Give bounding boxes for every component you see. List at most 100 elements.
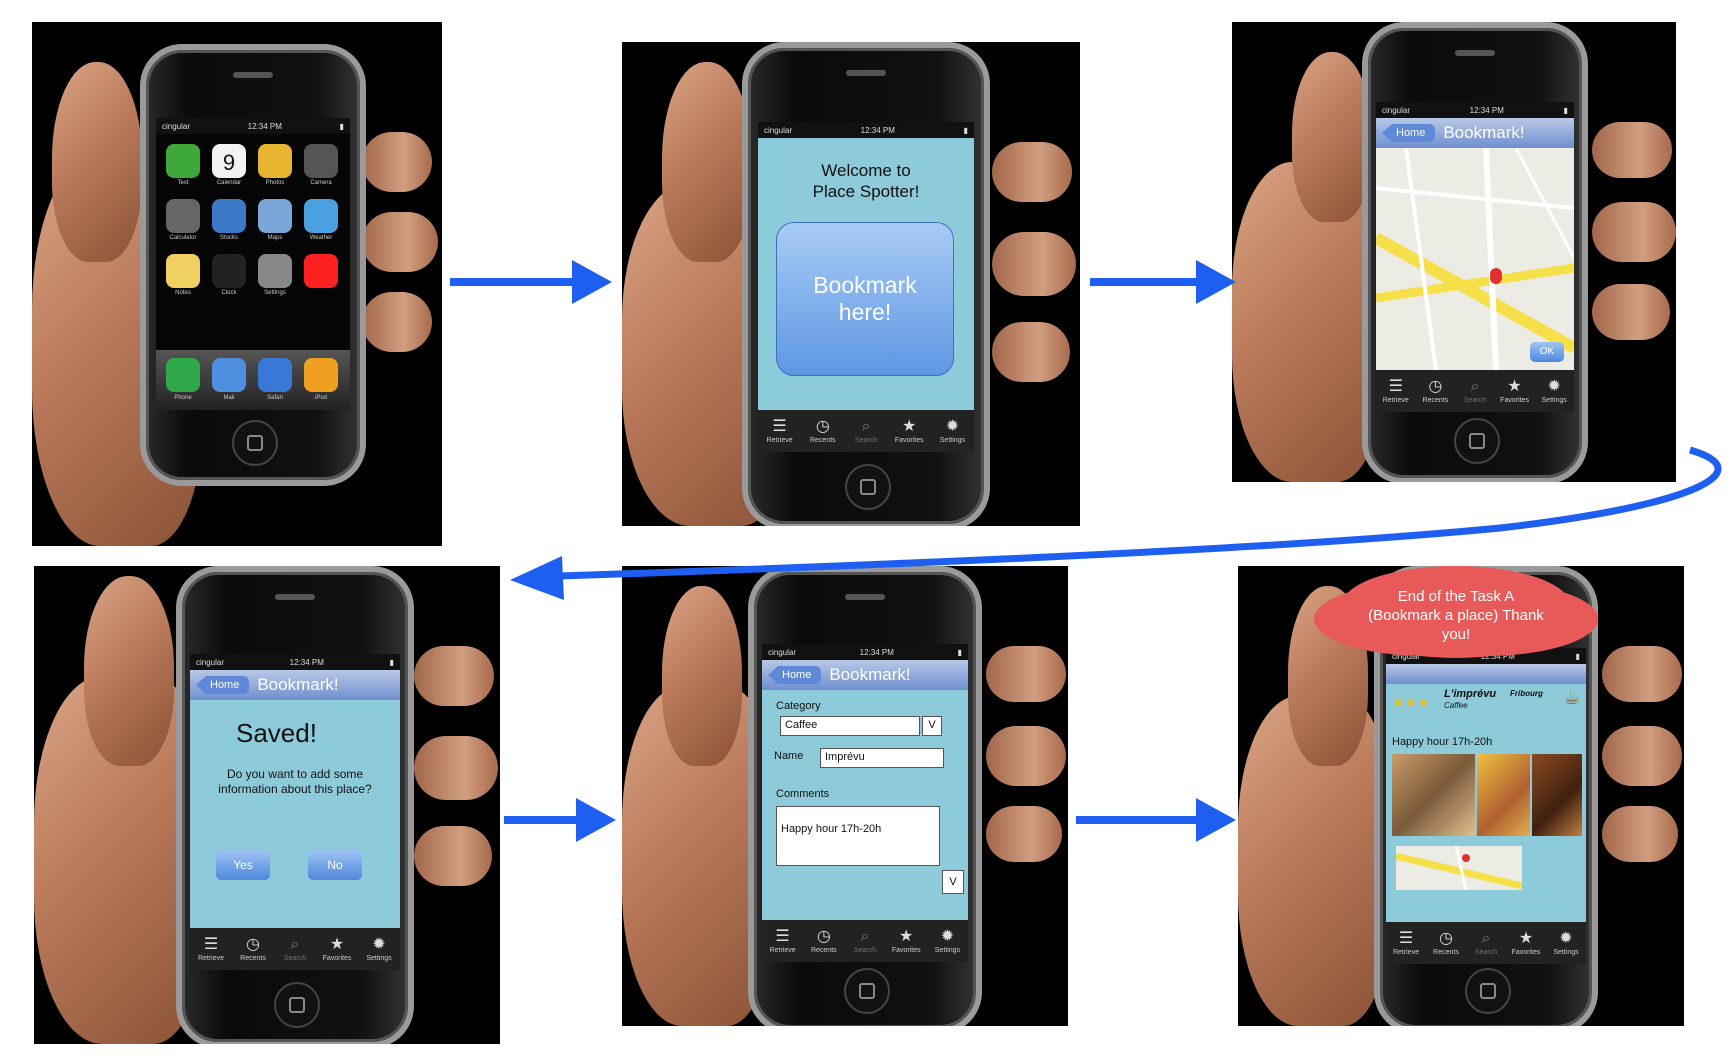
thumb [662,62,752,262]
confirm-button[interactable]: V [942,870,964,894]
place-photos[interactable] [1392,754,1582,836]
category-dropdown-button[interactable]: V [922,716,942,736]
home-back-button[interactable]: Home [768,666,822,684]
finger [1602,806,1678,862]
tab-search[interactable]: ⌕Search [844,410,887,452]
mini-map[interactable] [1396,846,1522,890]
battery-icon: ▮ [389,657,394,667]
mail-icon[interactable] [212,358,246,392]
sms-icon[interactable] [166,144,200,178]
finger [1592,122,1672,178]
battery-icon: ▮ [339,121,344,131]
list-icon: ☰ [1388,377,1403,395]
battery-icon: ▮ [1563,105,1568,115]
home-back-button[interactable]: Home [1382,124,1436,142]
tab-label: Search [1474,948,1498,956]
search-icon: ⌕ [1470,377,1480,395]
tab-label: Recents [810,946,837,954]
gear-icon: ✹ [1547,377,1561,395]
star-icon: ★ [1507,377,1522,395]
calendar-icon[interactable]: 9 [212,144,246,178]
tab-settings[interactable]: ✹Settings [1534,370,1574,412]
list-icon: ☰ [772,417,787,435]
phone-icon[interactable] [166,358,200,392]
tab-recents[interactable]: ◷Recents [803,920,844,962]
ipod-icon[interactable] [304,358,338,392]
app-label: Settings [264,290,286,296]
tab-label: Recents [240,954,266,962]
no-button[interactable]: No [308,850,362,880]
weather-icon[interactable] [304,199,338,233]
category-label: Category [776,700,821,712]
list-icon: ☰ [775,927,790,945]
tab-settings[interactable]: ✹Settings [358,928,400,970]
tab-retrieve[interactable]: ☰Retrieve [1386,922,1426,964]
red-square-icon[interactable] [304,254,338,288]
finger [986,726,1066,786]
gear-icon[interactable] [258,254,292,288]
notes-icon[interactable] [166,254,200,288]
sunflower-icon[interactable] [258,144,292,178]
place-type: Caffee [1444,701,1468,710]
battery-icon: ▮ [1575,651,1580,661]
finger [414,736,498,800]
home-button[interactable] [1465,968,1511,1014]
home-button[interactable] [845,464,891,510]
home-button[interactable] [844,968,890,1014]
tab-favorites[interactable]: ★Favorites [1506,922,1546,964]
tab-favorites[interactable]: ★Favorites [1495,370,1535,412]
home-button[interactable] [232,420,278,466]
tab-retrieve[interactable]: ☰Retrieve [762,920,803,962]
dock-label: Safari [267,395,283,401]
tab-favorites[interactable]: ★Favorites [888,410,931,452]
tab-search[interactable]: ⌕Search [1466,922,1506,964]
tab-recents[interactable]: ◷Recents [232,928,274,970]
gear-icon: ✹ [1559,929,1573,947]
yes-button[interactable]: Yes [216,850,270,880]
stocks-icon[interactable] [212,199,246,233]
clock-time: 12:34 PM [1469,105,1504,115]
tab-search[interactable]: ⌕Search [1455,370,1495,412]
carrier: cingular [768,647,797,657]
tab-retrieve[interactable]: ☰Retrieve [758,410,801,452]
name-field[interactable]: Imprévu [820,748,944,768]
tab-recents[interactable]: ◷Recents [1426,922,1466,964]
maps-icon[interactable] [258,199,292,233]
tab-favorites[interactable]: ★Favorites [316,928,358,970]
home-back-button[interactable]: Home [196,676,250,694]
calculator-icon[interactable] [166,199,200,233]
tab-recents[interactable]: ◷Recents [801,410,844,452]
tab-label: Retrieve [766,436,793,444]
tab-settings[interactable]: ✹Settings [931,410,974,452]
tab-retrieve[interactable]: ☰Retrieve [1376,370,1416,412]
gear-icon: ✹ [945,417,960,435]
tab-retrieve[interactable]: ☰Retrieve [190,928,232,970]
saved-question: Do you want to add some information abou… [218,767,372,796]
clock-icon[interactable] [212,254,246,288]
tab-settings[interactable]: ✹Settings [927,920,968,962]
clock-time: 12:34 PM [860,125,895,135]
map-view[interactable]: OK [1376,148,1574,370]
tab-settings[interactable]: ✹Settings [1546,922,1586,964]
finger [992,322,1070,382]
app-label: Notes [175,290,191,296]
bookmark-here-button[interactable]: Bookmark here! [776,222,954,376]
tab-search[interactable]: ⌕Search [274,928,316,970]
home-button[interactable] [1454,418,1500,464]
home-button[interactable] [274,982,320,1028]
tab-search[interactable]: ⌕Search [844,920,885,962]
safari-icon[interactable] [258,358,292,392]
welcome-line-2: Place Spotter! [812,182,920,201]
camera-icon[interactable] [304,144,338,178]
tab-label: Favorites [894,436,924,444]
dock-label: Mail [223,395,235,401]
battery-icon: ▮ [963,125,968,135]
tab-recents[interactable]: ◷Recents [1416,370,1456,412]
ok-button[interactable]: OK [1530,342,1564,362]
category-field[interactable]: Caffee [780,716,920,736]
thumb [1292,52,1372,222]
comments-field[interactable]: Happy hour 17h-20h [776,806,940,866]
tab-favorites[interactable]: ★Favorites [886,920,927,962]
tab-label: Search [1463,396,1487,404]
